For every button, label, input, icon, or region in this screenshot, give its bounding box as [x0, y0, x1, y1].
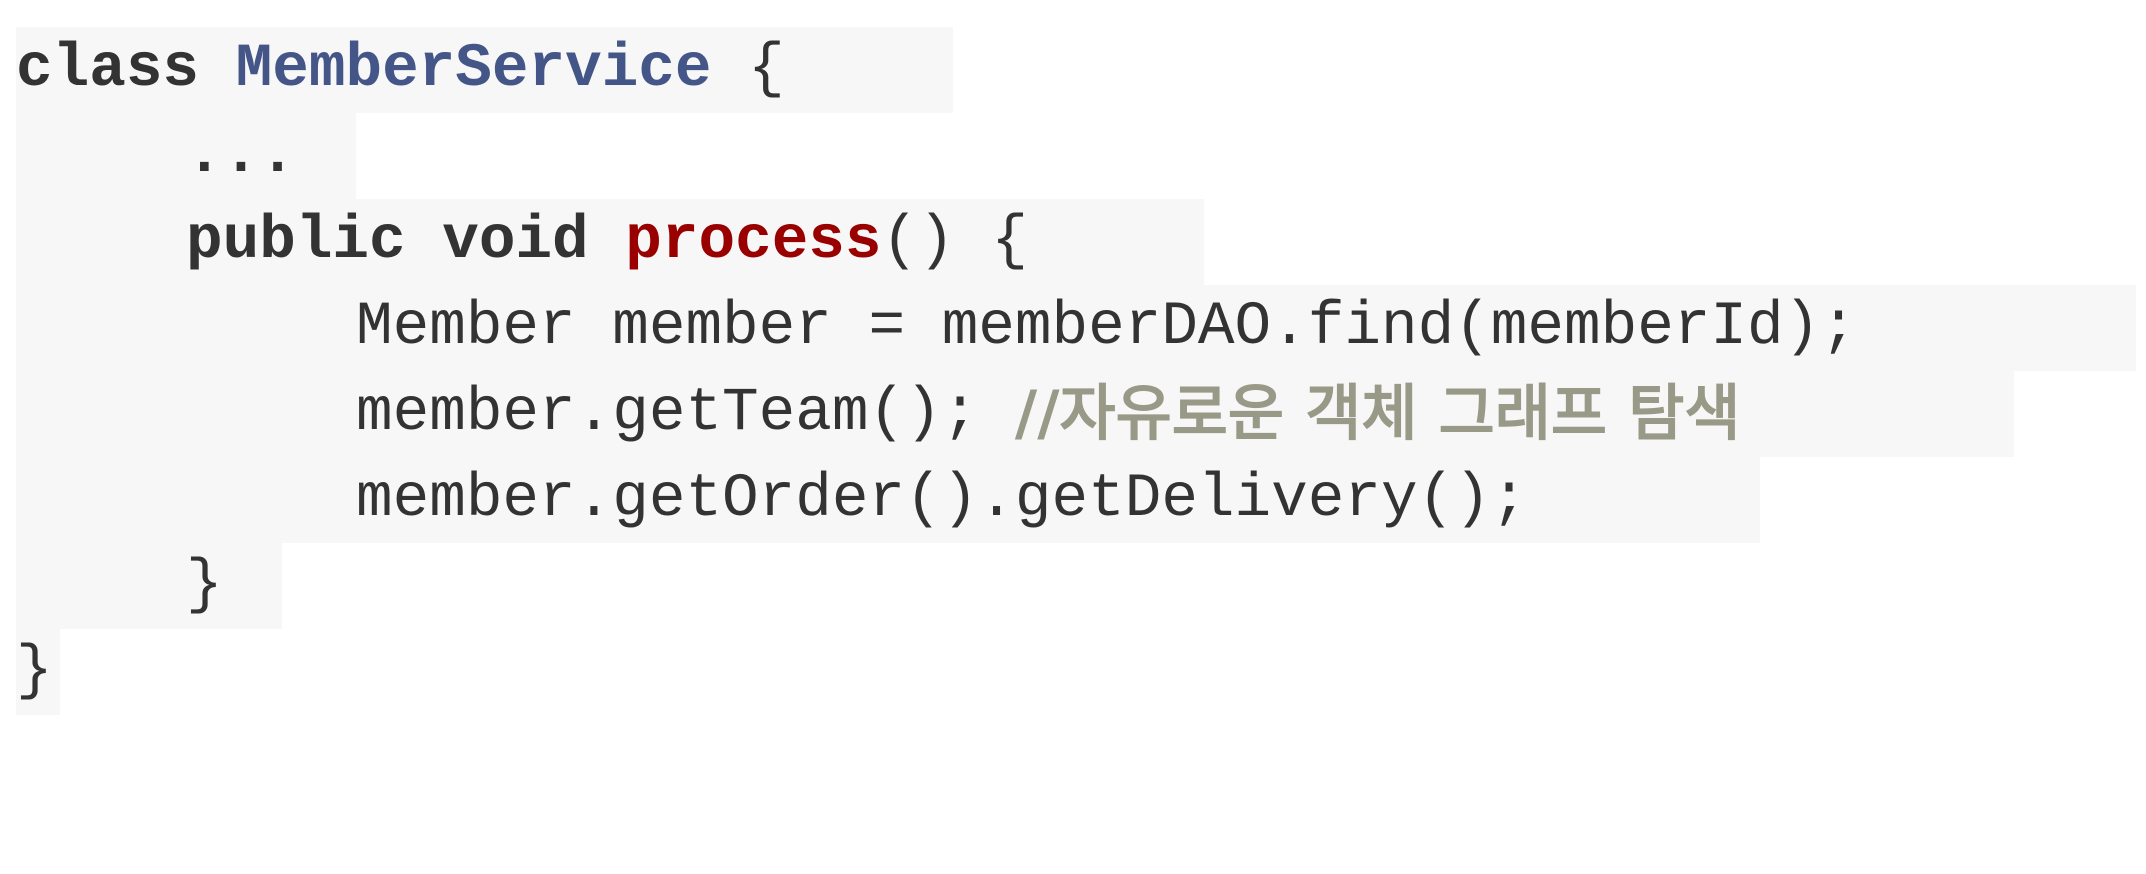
keyword-class: class: [16, 35, 200, 104]
code-line-bg: member.getTeam(); //자유로운 객체 그래프 탐색: [16, 371, 2014, 457]
code-line-bg: class MemberService {: [16, 27, 953, 113]
code-line-4: Member member = memberDAO.find(memberId)…: [0, 285, 2146, 371]
code-line-bg: }: [16, 629, 60, 715]
close-brace-class: }: [16, 637, 53, 706]
code-line-bg: public void process() {: [16, 199, 1204, 285]
code-line-bg: }: [16, 543, 282, 629]
code-line-8: }: [0, 629, 2146, 715]
code-line-bg: ...: [16, 113, 356, 199]
statement-find-member: Member member = memberDAO.find(memberId)…: [356, 293, 1857, 362]
code-line-1: class MemberService {: [0, 27, 2146, 113]
method-signature: () {: [881, 207, 1028, 276]
code-line-bg: member.getOrder().getDelivery();: [16, 457, 1760, 543]
code-block: class MemberService { ... public void pr…: [0, 27, 2146, 715]
ellipsis: ...: [186, 121, 296, 190]
code-comment: //자유로운 객체 그래프 탐색: [1014, 378, 1741, 449]
code-line-3: public void process() {: [0, 199, 2146, 285]
code-line-6: member.getOrder().getDelivery();: [0, 457, 2146, 543]
method-modifiers: public void: [186, 207, 589, 276]
code-line-2: ...: [0, 113, 2146, 199]
class-name: MemberService: [235, 35, 712, 104]
open-brace: {: [748, 35, 785, 104]
code-line-bg: Member member = memberDAO.find(memberId)…: [16, 285, 2136, 371]
code-line-5: member.getTeam(); //자유로운 객체 그래프 탐색: [0, 371, 2146, 457]
close-brace-method: }: [186, 551, 223, 620]
code-line-7: }: [0, 543, 2146, 629]
statement-get-delivery: member.getOrder().getDelivery();: [356, 465, 1528, 534]
statement-get-team: member.getTeam();: [356, 379, 979, 448]
method-name: process: [625, 207, 882, 276]
